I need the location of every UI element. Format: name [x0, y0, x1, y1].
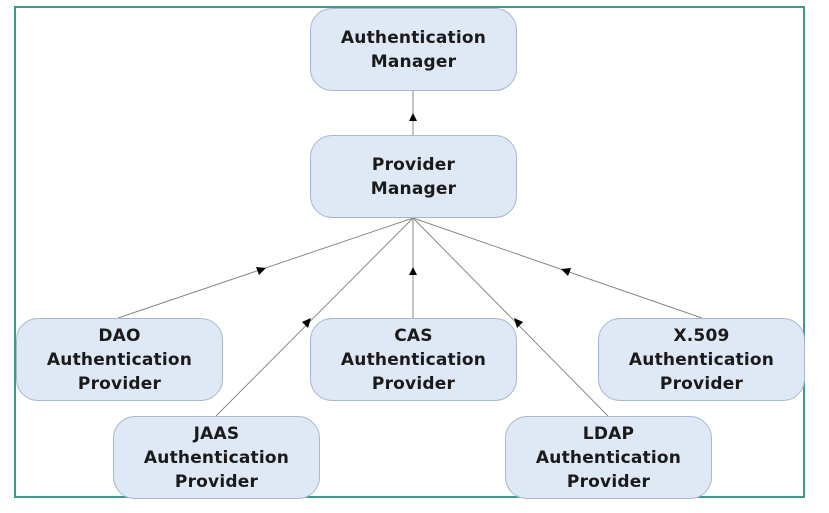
arrowhead-icon — [409, 267, 417, 275]
edge-ldap-to-provider — [412, 217, 609, 417]
x509-authentication-provider-node: X.509 Authentication Provider — [598, 318, 805, 401]
edge-x509-to-provider — [412, 217, 703, 319]
ldap-authentication-provider-node: LDAP Authentication Provider — [505, 416, 712, 499]
edge-jaas-to-provider — [215, 217, 414, 417]
arrowhead-icon — [561, 268, 571, 276]
dao-authentication-provider-node: DAO Authentication Provider — [16, 318, 223, 401]
arrowhead-icon — [514, 318, 523, 328]
cas-authentication-provider-node: CAS Authentication Provider — [310, 318, 517, 401]
jaas-authentication-provider-node: JAAS Authentication Provider — [113, 416, 320, 499]
arrowhead-icon — [256, 267, 266, 275]
provider-manager-node: Provider Manager — [310, 135, 517, 218]
arrowhead-icon — [302, 318, 311, 328]
arrowhead-icon — [409, 113, 417, 121]
authentication-manager-node: Authentication Manager — [310, 8, 517, 91]
